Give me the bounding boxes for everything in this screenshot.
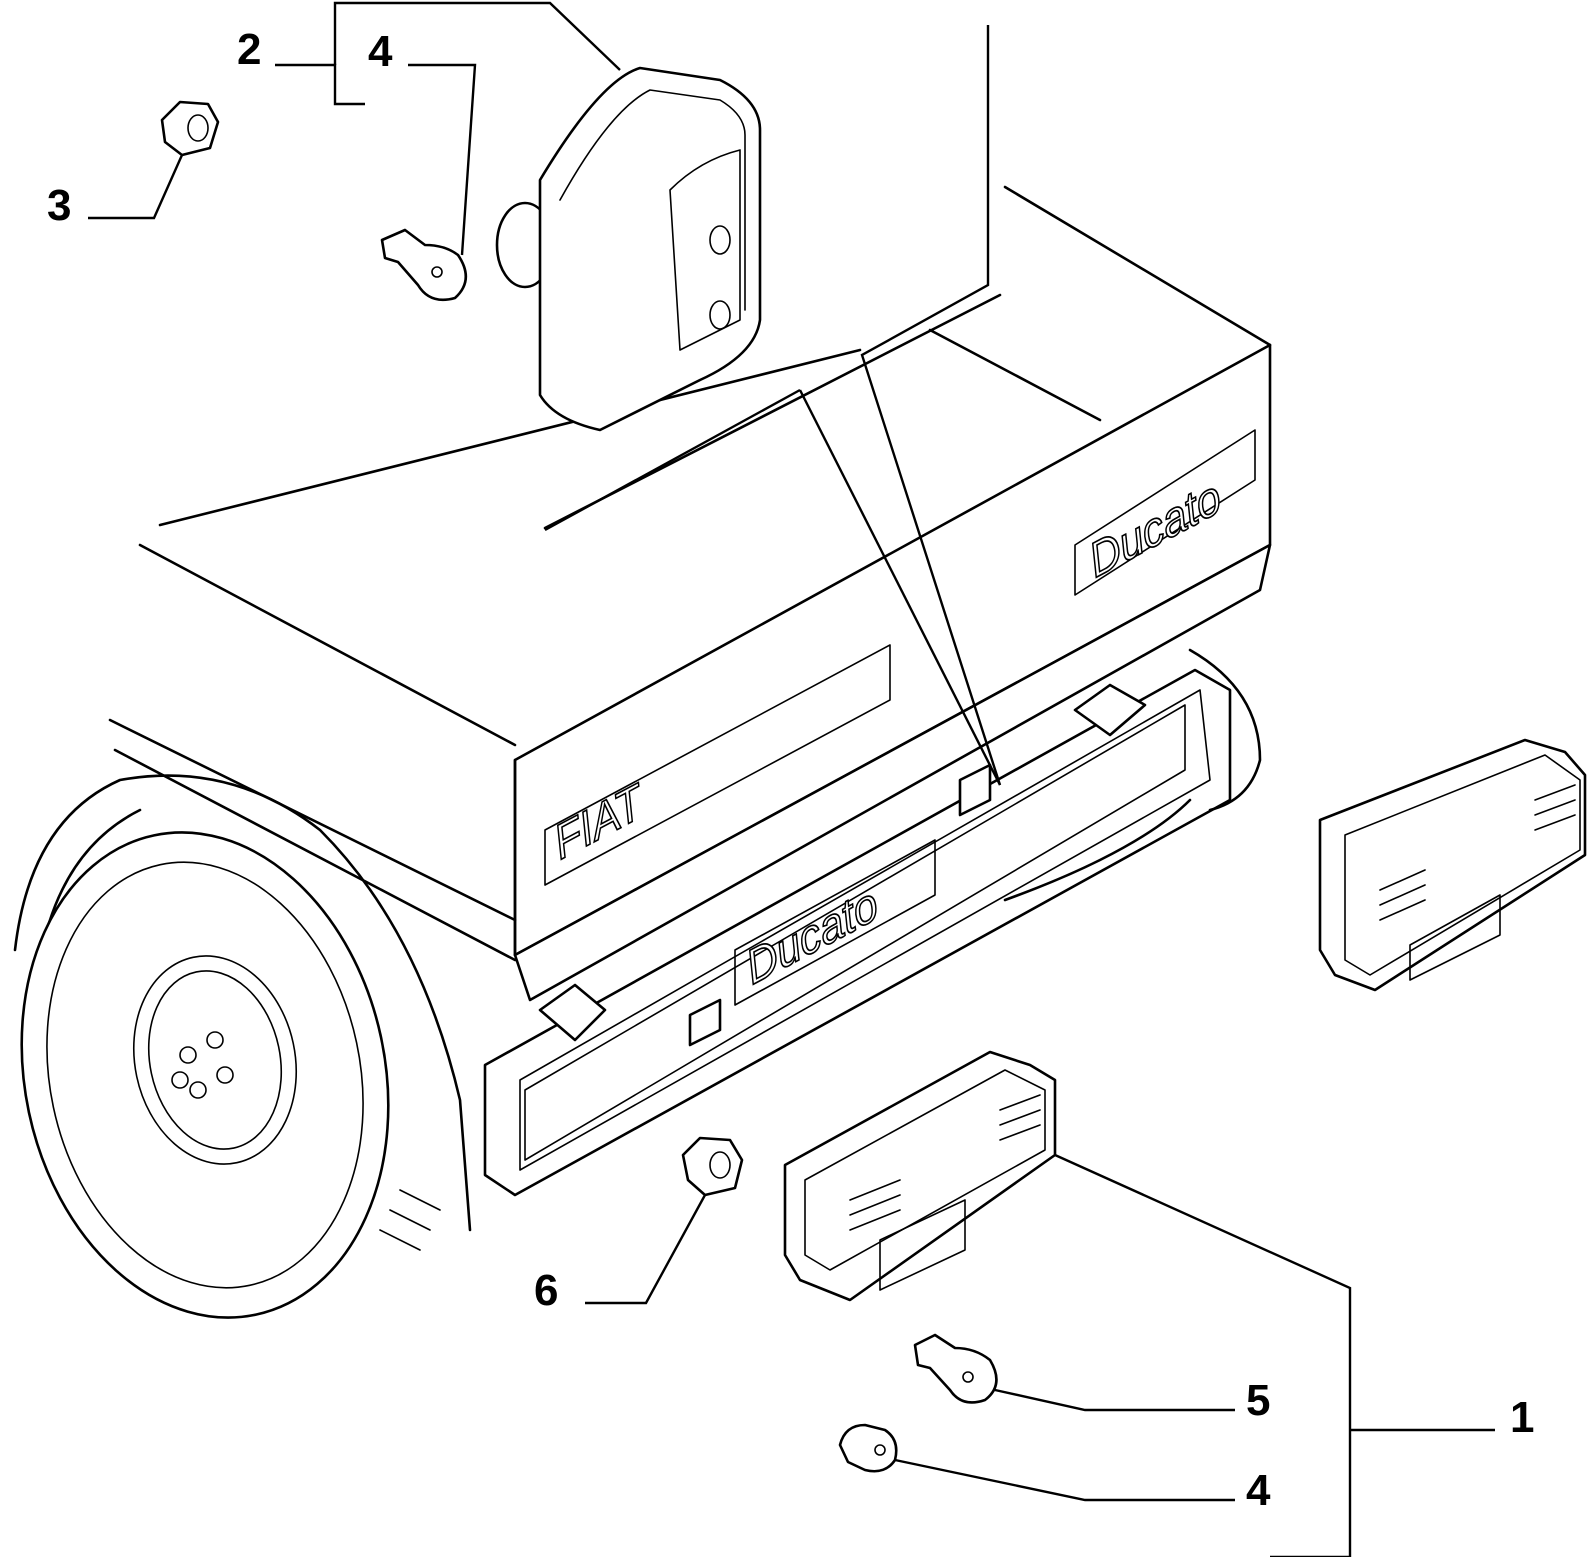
bulb-top	[380, 228, 468, 302]
callout-1: 1	[1510, 1393, 1534, 1442]
rear-lamp-cluster	[783, 1050, 1057, 1302]
leader-lines	[88, 1, 1495, 1557]
callout-6: 6	[534, 1266, 558, 1315]
rear-wheel	[13, 774, 472, 1319]
nut-top	[160, 100, 220, 157]
callout-5: 5	[1246, 1376, 1270, 1425]
bulb-large	[913, 1333, 998, 1404]
side-marker-lamp	[495, 66, 762, 432]
nut-bottom	[681, 1136, 744, 1197]
vehicle-rear: FIAT Ducato Ducato	[13, 185, 1272, 1319]
rear-lamp-cluster-alt	[1318, 738, 1587, 992]
callout-4-bottom: 4	[1246, 1466, 1271, 1515]
callout-3: 3	[47, 181, 71, 230]
bulb-small	[838, 1423, 898, 1473]
callout-4-top: 4	[368, 27, 393, 76]
callout-2: 2	[237, 25, 261, 74]
callout-labels: 2 4 3 6 5 1 4	[47, 25, 1534, 1515]
